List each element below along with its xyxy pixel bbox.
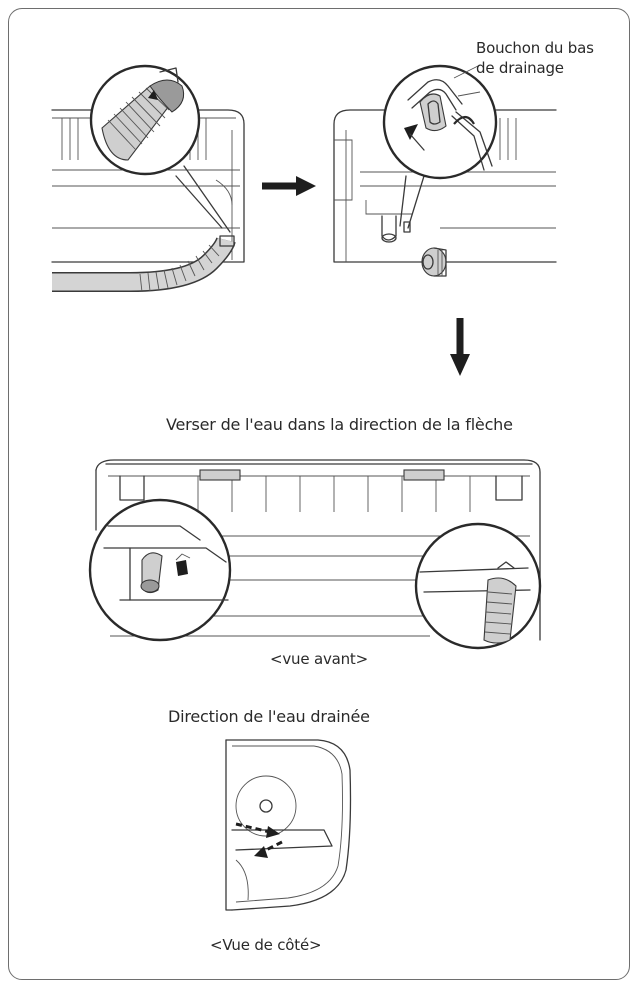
step1-unit-with-hose (51, 64, 245, 293)
drained-water-direction-label: Direction de l'eau drainée (168, 707, 370, 726)
front-view-unit (88, 459, 542, 650)
arrow-right-icon (262, 176, 316, 196)
dashed-arrow-icon (235, 822, 283, 858)
hose-inlet-closeup (419, 561, 531, 644)
side-view-caption: <Vue de côté> (210, 936, 322, 954)
side-view-unit (225, 739, 352, 911)
pour-water-instruction: Verser de l'eau dans la direction de la … (166, 415, 513, 434)
arrow-down-icon (450, 318, 470, 376)
drain-opening-closeup (103, 525, 229, 601)
removed-drain-plug (421, 247, 447, 277)
drain-plug-label-line2: de drainage (476, 59, 564, 77)
drain-plug-label-line1: Bouchon du bas (476, 39, 594, 57)
front-right-magnifier (414, 522, 542, 650)
drain-plug-label: Bouchon du bas de drainage (476, 38, 594, 78)
manual-frame (8, 8, 630, 980)
step2-unit-drain-plug (333, 64, 557, 277)
drain-plug-closeup (404, 79, 493, 171)
hose-coupling-closeup (101, 67, 185, 161)
front-view-caption: <vue avant> (270, 650, 368, 668)
